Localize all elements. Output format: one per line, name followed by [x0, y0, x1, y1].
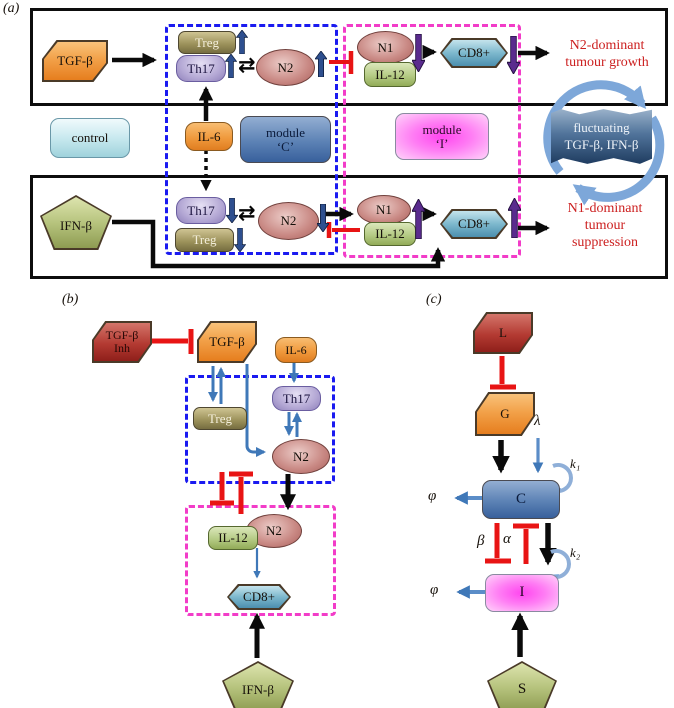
il6-node-a: IL-6 [185, 122, 233, 151]
l-node: L [473, 312, 533, 354]
control-node: control [50, 118, 130, 158]
n1-node-top: N1 [357, 31, 414, 64]
ifnb-node-b: IFN-β [222, 661, 294, 708]
exchange-arrows-icon: ⇄ [238, 53, 256, 77]
up-arrow-icon [412, 199, 425, 239]
cd8-node-top: CD8+ [440, 38, 508, 68]
alpha-label: α [503, 531, 511, 547]
top-condition-box [30, 8, 668, 106]
down-arrow-icon [412, 34, 425, 72]
down-arrow-icon [507, 36, 520, 74]
phi-c-label: φ [428, 488, 437, 504]
n1-node-bottom: N1 [357, 195, 411, 225]
cd8-node-b: CD8+ [227, 584, 291, 610]
il12-node-b: IL-12 [208, 526, 258, 550]
up-arrow-icon [508, 198, 521, 238]
il6-node-b: IL-6 [275, 337, 317, 363]
treg-node-b: Treg [193, 407, 247, 430]
s-node: S [487, 661, 557, 708]
outcome-bottom-text: N1-dominant tumour suppression [567, 201, 643, 250]
treg-node-top: Treg [178, 31, 236, 54]
panel-c-label: (c) [426, 292, 442, 307]
module-c-node: module ‘C’ [240, 116, 331, 163]
phi-i-label: φ [430, 582, 439, 598]
beta-label: β [477, 533, 485, 549]
l-inhibits-g [490, 356, 516, 390]
n2-node-bottom: N2 [258, 202, 319, 240]
panel-a-label: (a) [3, 1, 20, 16]
tgfb-node-b: TGF-β [197, 321, 257, 363]
up-arrow-icon [225, 54, 237, 78]
cd8-node-bottom: CD8+ [440, 209, 508, 239]
tgfb-inhibitor-node: TGF-β Inh [92, 321, 152, 363]
fluctuating-banner: fluctuating TGF-β, IFN-β [551, 109, 652, 164]
il12-node-bottom: IL-12 [364, 222, 416, 246]
panel-b-label: (b) [62, 292, 79, 307]
module-i-node: module ‘I’ [395, 113, 489, 160]
bottom-condition-box [30, 175, 668, 279]
c-node: C [482, 480, 560, 519]
th17-node-bottom: Th17 [176, 197, 226, 224]
lambda-label: λ [534, 413, 541, 429]
down-arrow-icon [234, 228, 246, 252]
th17-node-b: Th17 [272, 386, 321, 411]
th17-node-top: Th17 [176, 55, 226, 82]
tgfb-node-a: TGF-β [42, 40, 108, 82]
n2-node-b-upper: N2 [272, 439, 330, 474]
up-arrow-icon [236, 30, 248, 54]
up-arrow-icon [315, 51, 327, 77]
k1-label: k₁ [570, 456, 581, 471]
down-arrow-icon [317, 204, 329, 232]
down-arrow-icon [226, 198, 238, 223]
treg-node-bottom: Treg [175, 228, 234, 252]
tgfb-inh-inhibits-tgfb [152, 329, 194, 354]
n2-node-top: N2 [256, 49, 315, 86]
i-node: I [485, 574, 559, 612]
ifnb-node-a: IFN-β [40, 195, 112, 250]
k2-self-loop [548, 549, 571, 584]
outcome-top-text: N2-dominant tumour growth [565, 38, 649, 70]
il12-node-top: IL-12 [364, 62, 416, 87]
g-node: G [475, 392, 535, 436]
exchange-arrows-icon: ⇄ [238, 201, 256, 225]
k2-label: k₂ [570, 545, 581, 560]
c-i-mutual-inhibition [485, 523, 539, 564]
